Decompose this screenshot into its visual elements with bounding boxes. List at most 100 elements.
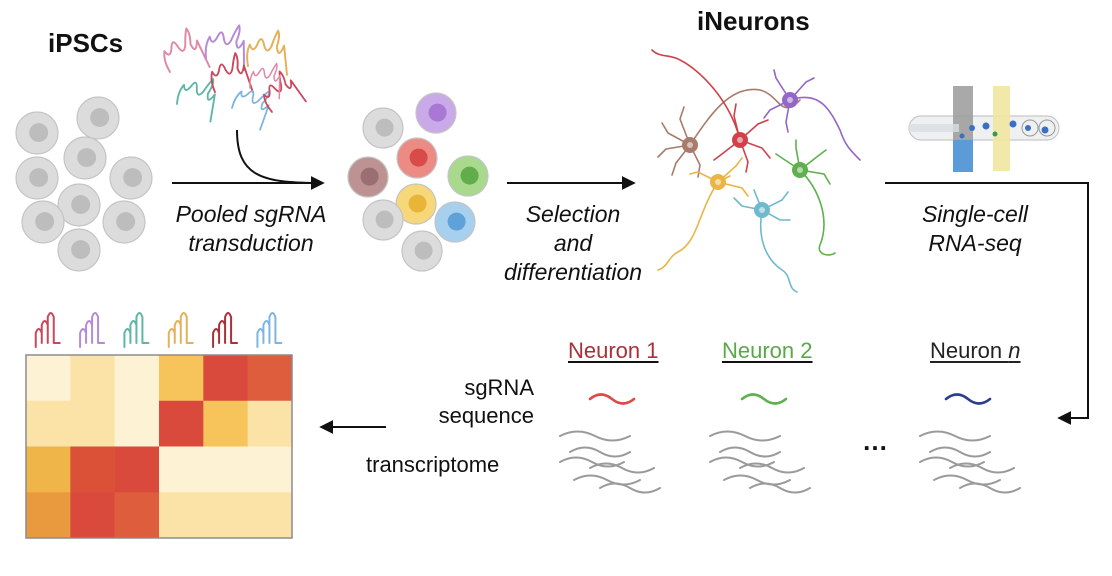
sgrna-hairpin-icon <box>123 312 150 348</box>
step-sequencing-line2: RNA-seq <box>928 230 1022 256</box>
neuron-dendrite <box>739 119 769 141</box>
heatmap-cell <box>159 400 204 447</box>
neuron-nucleus <box>787 97 793 103</box>
sgrna-sequence-reads <box>588 393 992 405</box>
neuron-icon <box>775 139 836 256</box>
heatmap-cell <box>247 492 293 539</box>
cell-nucleus <box>29 168 49 188</box>
cell-icon <box>109 156 153 200</box>
heatmap-cell <box>247 400 293 447</box>
neuron-axon <box>799 169 836 256</box>
step-sequencing-label: Single-cell RNA-seq <box>900 200 1050 258</box>
transcript-read <box>723 474 791 486</box>
cell-nucleus <box>408 194 427 213</box>
transcript-read <box>589 462 655 474</box>
cell-nucleus <box>90 108 110 128</box>
cell-icon <box>57 183 101 227</box>
neuron-dendrite <box>657 144 691 158</box>
cell-nucleus <box>375 210 394 229</box>
neuron-axon <box>689 88 801 146</box>
cell-icon <box>415 92 457 134</box>
cell-icon <box>395 183 437 225</box>
droplet-dot <box>1041 126 1049 134</box>
ineuron-cluster <box>651 49 861 293</box>
cell-icon <box>15 111 59 155</box>
sgrna-line1: sgRNA <box>464 375 534 400</box>
transcript-read <box>949 462 1015 474</box>
heatmap-sgrna-header <box>34 312 283 348</box>
cell-nucleus <box>375 118 394 137</box>
sgrna-merge-arrow <box>236 129 319 184</box>
ineurons-title: iNeurons <box>697 6 810 36</box>
transcript-read <box>559 430 631 442</box>
transcript-read <box>739 462 805 474</box>
sgrna-hairpin-icon <box>204 24 246 72</box>
heatmap-cell <box>247 446 293 493</box>
heatmap-cell <box>203 446 248 493</box>
neuron-nucleus <box>715 179 721 185</box>
sgrna-read-neuron-n <box>944 393 992 405</box>
transcript-read <box>933 474 1001 486</box>
neuron-icon <box>733 189 798 293</box>
sgrna-strand <box>263 70 307 113</box>
neuron-1-text: Neuron 1 <box>568 338 659 363</box>
transcript-read <box>709 430 781 442</box>
ellipsis: … <box>862 426 888 456</box>
neuron-axon <box>759 209 798 293</box>
heatmap-cell <box>70 446 115 493</box>
cell-icon <box>362 199 404 241</box>
cell-icon <box>63 136 107 180</box>
cell-icon <box>15 156 59 200</box>
step-transduction-line1: Pooled sgRNA <box>175 201 327 227</box>
sgrna-read-neuron-2 <box>740 393 788 405</box>
heatmap-cell <box>203 400 248 447</box>
arrow-sequencing <box>885 182 1089 425</box>
neuron-dendrite <box>789 77 815 101</box>
neuron-nucleus <box>687 142 693 148</box>
sgrna-hairpin-icon <box>249 62 281 100</box>
neuron-1-label: Neuron 1 <box>568 338 659 364</box>
neuron-dendrite <box>679 106 691 146</box>
step-differentiation-line1: Selection <box>525 201 621 227</box>
sgrna-hairpin-icon <box>212 312 239 348</box>
sgrna-strand <box>163 27 211 73</box>
sgrna-strand <box>79 312 106 348</box>
transcript-read <box>573 474 641 486</box>
neuron-nucleus <box>797 167 803 173</box>
cell-nucleus <box>71 195 91 215</box>
droplet-ring <box>1038 119 1056 137</box>
cell-icon <box>76 96 120 140</box>
heatmap-cell <box>203 492 248 539</box>
heatmap-cell <box>70 400 115 447</box>
heatmap-cell <box>247 355 293 402</box>
sgrna-strand <box>176 78 216 123</box>
sgrna-hairpin-icon <box>176 78 216 123</box>
heatmap-cell <box>26 446 71 493</box>
neuron-nucleus <box>737 137 743 143</box>
heatmap-cell <box>114 492 160 539</box>
droplet-dot <box>969 125 975 131</box>
neuron-nucleus <box>759 207 765 213</box>
heatmap-cell <box>114 355 160 402</box>
sgrna-hairpin-icon <box>256 312 283 348</box>
sgrna-hairpin-icon <box>79 312 106 348</box>
cell-nucleus <box>460 166 479 185</box>
sgrna-hairpin-icon <box>246 29 288 76</box>
sgrna-strand <box>231 90 271 131</box>
sgrna-strand <box>167 312 194 348</box>
sgrna-read-neuron-1 <box>588 393 636 405</box>
sgrna-strand <box>249 62 281 100</box>
cell-icon <box>434 201 476 243</box>
sgrna-strand <box>210 52 254 93</box>
heatmap-cell <box>26 492 71 539</box>
cell-nucleus <box>77 148 97 168</box>
sgrna-sequence-label: sgRNA sequence <box>410 374 534 430</box>
cell-nucleus <box>71 240 91 260</box>
transcript-read <box>959 482 1021 494</box>
cell-nucleus <box>447 212 466 231</box>
heatmap-cell <box>70 492 115 539</box>
transcript-read <box>749 482 811 494</box>
cell-nucleus <box>29 123 49 143</box>
neuron-axon <box>789 96 861 161</box>
heatmap <box>25 354 293 539</box>
